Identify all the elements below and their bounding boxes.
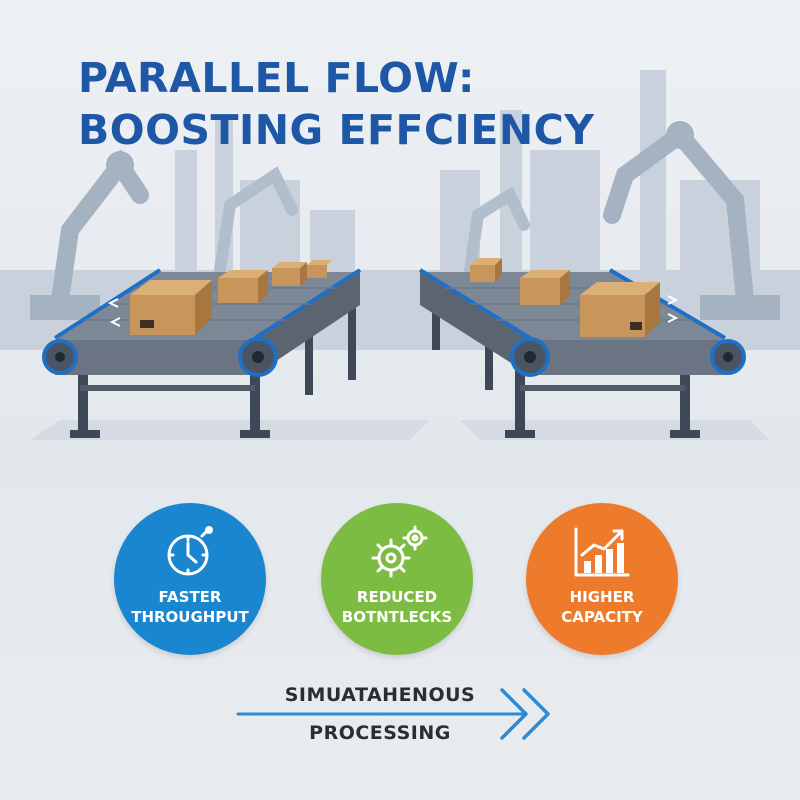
cardboard-box (218, 270, 268, 303)
robot-arm-left-2 (214, 166, 298, 276)
robot-arm-right (603, 121, 780, 320)
benefit-badge-higher-capacity: HIGHER CAPACITY (526, 503, 678, 655)
benefit-label-line-1: HIGHER (569, 588, 635, 606)
benefit-label-line-1: REDUCED (356, 588, 438, 606)
benefit-label-line-2: CAPACITY (561, 608, 643, 626)
benefit-label-line-2: BOTNTLECKS (341, 608, 453, 626)
cardboard-box (520, 270, 570, 305)
benefit-badge-reduced-bottlenecks: REDUCED BOTNTLECKS (321, 503, 473, 655)
benefit-label-line-1: FASTER (158, 588, 222, 606)
process-label-line-2: PROCESSING (309, 722, 451, 744)
robot-arm-left (30, 149, 149, 320)
process-label-line-1: SIMUATAHENOUS (284, 684, 476, 706)
cardboard-box (307, 260, 332, 278)
stopwatch-icon (167, 526, 213, 576)
cardboard-box (470, 258, 502, 282)
title-line-1: PARALLEL FLOW: (78, 54, 475, 102)
benefit-label: REDUCED BOTNTLECKS (321, 587, 473, 627)
benefit-label: HIGHER CAPACITY (526, 587, 678, 627)
title-line-2: BOOSTING EFFCIENCY (78, 106, 595, 154)
direction-arrow-icon (107, 298, 121, 327)
conveyor-belt-left (30, 260, 430, 440)
benefit-label: FASTER THROUGHPUT (114, 587, 266, 627)
flow-arrow (236, 688, 550, 740)
page-title: PARALLEL FLOW: BOOSTING EFFCIENCY (78, 52, 594, 156)
cardboard-box (580, 282, 660, 337)
benefit-badge-faster-throughput: FASTER THROUGHPUT (114, 503, 266, 655)
gears-icon (371, 525, 428, 578)
cardboard-box (130, 280, 212, 335)
robot-arm-right-2 (464, 186, 530, 276)
cardboard-box (272, 262, 307, 286)
conveyor-belt-right (418, 258, 770, 440)
growth-chart-icon (574, 527, 630, 577)
benefit-label-line-2: THROUGHPUT (131, 608, 249, 626)
direction-arrow-icon (667, 295, 679, 323)
